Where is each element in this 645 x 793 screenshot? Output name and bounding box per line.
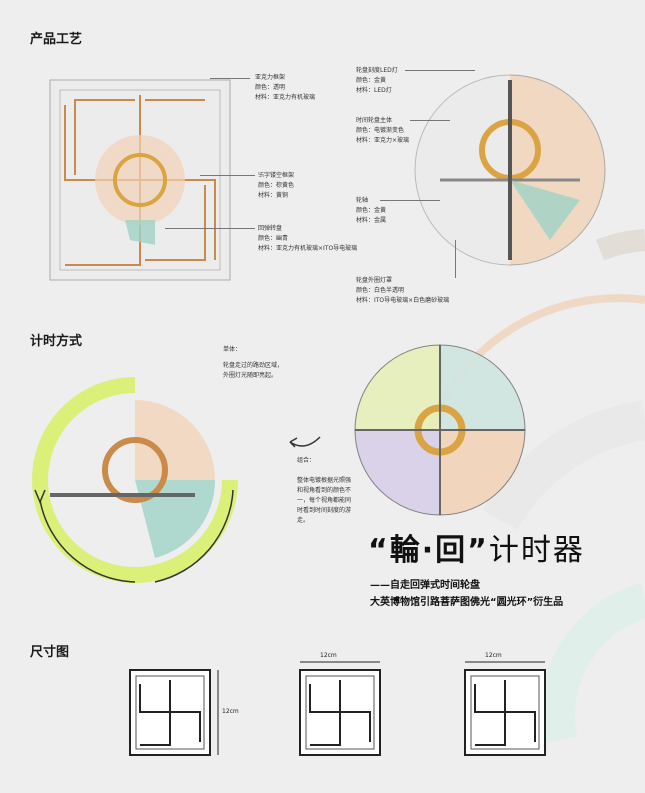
callout-frame: 亚克力框架 颜色：透明 材料：亚克力有机玻璃 [255,74,316,101]
subtitle-1: ——自走回弹式时间轮盘 [370,580,480,591]
dim-width-3: 12cm [485,652,502,659]
cube-product-illustration [49,79,231,281]
spiral-dial-illustration [32,377,238,583]
section-title-craft: 产品工艺 [30,32,83,47]
timing-single-note: 单体： 轮盘走过的路劲区域， 外圈灯光随即亮起。 [223,346,284,379]
callout-rebound-dial: 回弹转盘 颜色：幽青 材料：亚克力有机玻璃×ITO导电玻璃 [258,225,358,252]
callout-cover: 轮盘外圈灯罩 颜色：白色半透明 材料：ITO导电玻璃×白色磨砂玻璃 [356,277,450,304]
timing-combo-note: 组合： 整体电镀根据光照强 和视角看到的颜色不 一，每个视角都能同 时看到时间刻… [297,457,352,524]
dim-height-1: 12cm [222,708,239,715]
dimension-drawings [129,661,546,756]
combined-dial-illustration [354,344,526,516]
callout-led: 轮盘刻度LED灯 颜色：金黄 材料：LED灯 [356,67,398,94]
callout-wheel-body: 时间轮盘主体 颜色：电镀渐变色 材料：亚克力×玻璃 [356,117,410,144]
curved-arrow-icon [289,436,321,448]
subtitle-2: 大英博物馆引路菩萨图佛光“圆光环”衍生品 [370,597,564,608]
section-title-timing: 计时方式 [30,334,83,349]
callout-axle: 轮轴 颜色：金黄 材料：金属 [356,197,387,224]
wheel-product-illustration [414,74,606,266]
dim-width-2: 12cm [320,652,337,659]
callout-swastika-frame: 卐字镂空框架 颜色：棕黄色 材料：黄铜 [258,172,295,199]
section-title-dimensions: 尺寸图 [30,645,70,660]
main-title: “輪·回”计时器 [368,533,585,568]
